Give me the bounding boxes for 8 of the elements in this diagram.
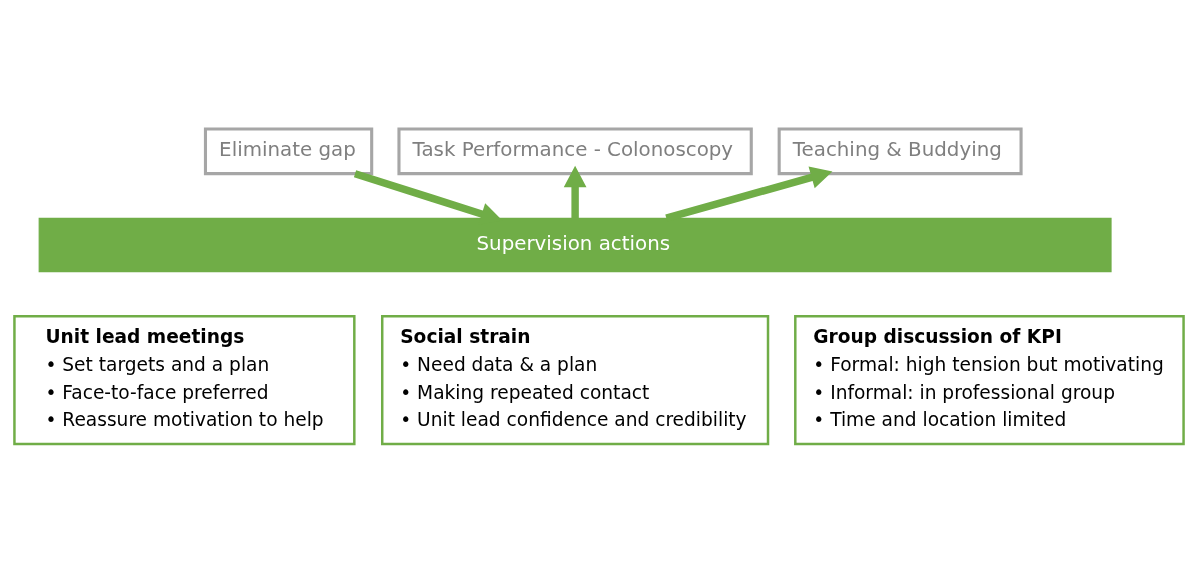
node-box: Social strain • Need data & a plan • Making repeated contact • Unit lead confidence and credibility	[381, 314, 770, 445]
node-box: Task Performance - Colonoscopy	[397, 126, 753, 175]
node-box: Teaching & Buddying	[777, 126, 1023, 175]
node-box: Supervision actions	[38, 217, 1112, 272]
node-box: Eliminate gap	[203, 126, 374, 175]
node-box: Group discussion of KPI • Formal: high tension but motivating • Informal: in professional group • Time and location limited	[794, 314, 1185, 445]
node-box: Unit lead meetings • Set targets and a plan • Face-to-face preferred • Reassure motivation to help	[13, 314, 356, 445]
arrow	[563, 165, 587, 218]
